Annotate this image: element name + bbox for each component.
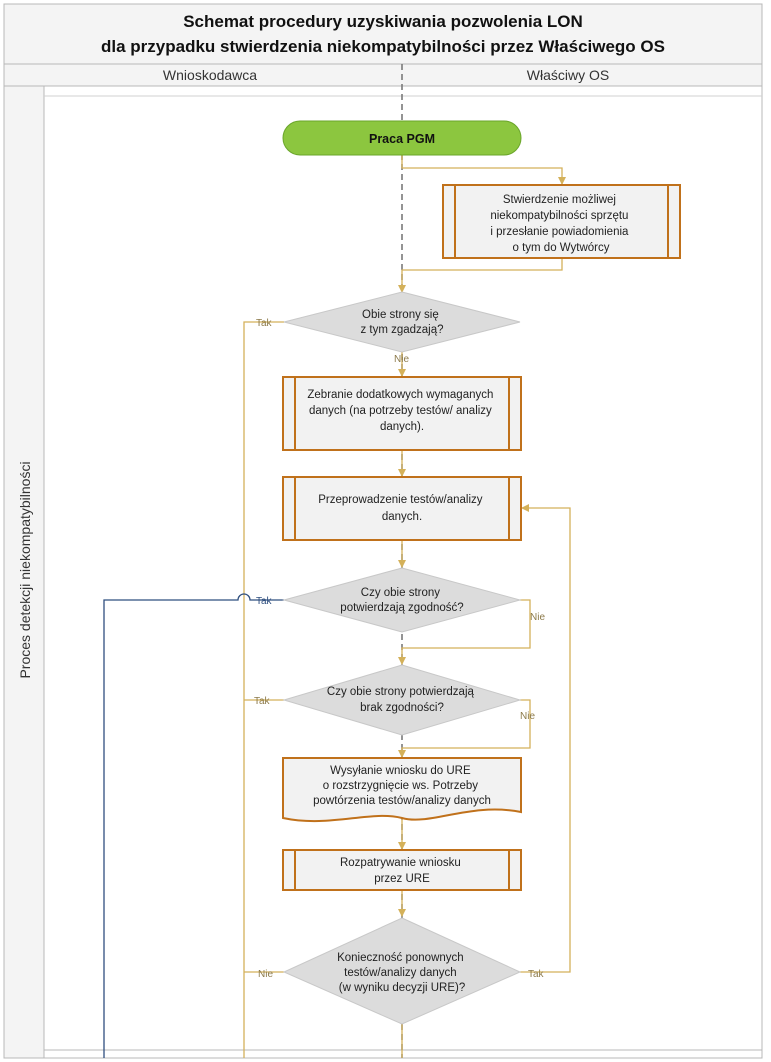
process-node-p1 — [442, 184, 681, 259]
d3-label: Czy obie strony potwierdzają brak zgodno… — [327, 686, 477, 714]
title-bar — [3, 3, 763, 65]
d1-label: Obie strony się z tym zgadzają? — [360, 309, 443, 336]
swimlane-label-column — [3, 85, 45, 1059]
decision-node-d2 — [282, 567, 522, 633]
p1-label: Stwierdzenie możliwej niekompatybilności… — [490, 194, 631, 254]
d4-label: Konieczność ponownych testów/analizy dan… — [337, 952, 467, 994]
p3-label: Przeprowadzenie testów/analizy danych. — [318, 494, 485, 523]
p4-label: Rozpatrywanie wniosku przez URE — [340, 857, 464, 885]
edge-d4-tak-to-p3 — [520, 504, 571, 973]
edge-label-d4-nie: Nie — [258, 969, 273, 980]
edge-label-d3-nie: Nie — [520, 711, 535, 722]
process-node-p3 — [282, 476, 522, 541]
document-node-doc1 — [282, 757, 522, 823]
decision-node-d3 — [282, 664, 522, 736]
start-node-label: Praca PGM — [369, 132, 435, 146]
edge-label-d1-tak: Tak — [256, 318, 273, 329]
doc1-label: Wysyłanie wniosku do URE o rozstrzygnięc… — [313, 765, 491, 807]
diagram-title-line-2: dla przypadku stwierdzenia niekompatybil… — [101, 37, 665, 56]
edge-label-d4-tak: Tak — [528, 969, 545, 980]
process-node-p2 — [282, 376, 522, 451]
edge-d2-tak-blue — [103, 593, 284, 1058]
diagram-title-line-1: Schemat procedury uzyskiwania pozwolenia… — [183, 12, 583, 31]
swimlane-label: Proces detekcji niekompatybilności — [17, 461, 33, 678]
edge-d2-nie-to-d3 — [398, 599, 531, 665]
swimlane-content-border — [43, 85, 763, 1059]
edge-label-d2-nie: Nie — [530, 612, 545, 623]
decision-node-d1 — [283, 291, 521, 353]
lane-header-row — [3, 63, 763, 87]
start-node — [282, 120, 522, 156]
lane-label-applicant: Wnioskodawca — [163, 67, 257, 83]
edge-d3-nie-to-doc1 — [398, 699, 531, 758]
edge-label-d1-nie: Nie — [394, 354, 409, 365]
edge-p1-to-d1 — [398, 258, 563, 293]
process-node-p4 — [282, 849, 522, 891]
edge-label-d3-tak: Tak — [254, 696, 271, 707]
decision-node-d4 — [282, 917, 522, 1025]
edge-d1-tak-left — [243, 321, 284, 1058]
edge-start-to-p1 — [401, 155, 566, 185]
edge-label-d2-tak: Tak — [256, 596, 273, 607]
p2-label: Zebranie dodatkowych wymaganych danych (… — [307, 389, 496, 433]
d2-label: Czy obie strony potwierdzają zgodność? — [340, 587, 463, 614]
lane-label-operator: Właściwy OS — [527, 67, 609, 83]
